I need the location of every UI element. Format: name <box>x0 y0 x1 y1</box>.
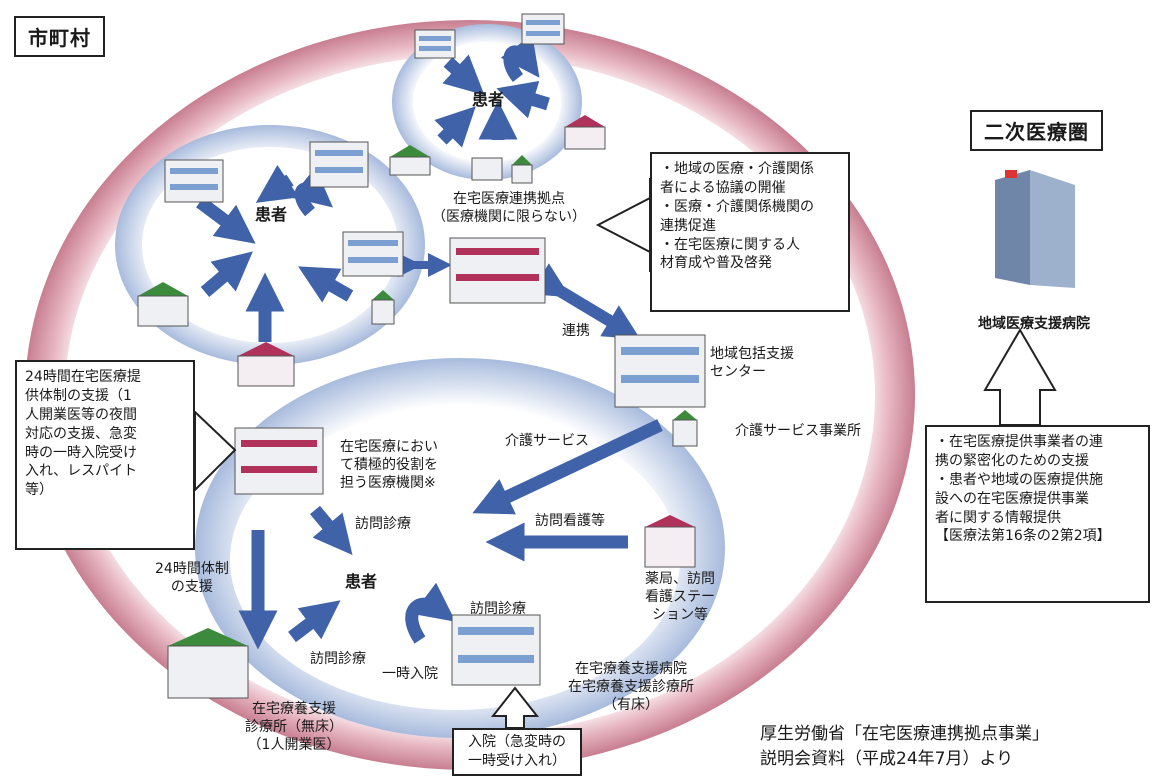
institution-building-icon <box>234 427 324 495</box>
regional-support-callout: ・在宅医療提供事業者の連 携の緊密化のための支援 ・患者や地域の医療提供施 設へ… <box>925 425 1150 603</box>
regional-hospital-icon <box>995 170 1075 288</box>
patient-left-label: 患者 <box>255 205 288 224</box>
support-24h-callout: 24時間在宅医療提 供体制の支援（1 人開業医等の夜間 対応の支援、急変 時の一… <box>15 360 195 550</box>
source-note: 厚生労働省「在宅医療連携拠点事業」 説明会資料（平成24年7月）より <box>760 724 1049 769</box>
hospital-building-icon <box>451 614 541 686</box>
visit-nursing-label: 訪問看護等 <box>535 513 605 529</box>
building-icon <box>309 141 369 188</box>
house-icon <box>137 282 189 327</box>
house-icon <box>564 115 606 150</box>
active-institution-label: 在宅医療におい て積極的役割を 担う医療機関※ <box>340 439 438 492</box>
pharmacy-icon <box>644 515 696 568</box>
hospital-clinic-beds-label: 在宅療養支援病院 在宅療養支援診療所 （有床） <box>568 661 694 714</box>
home-visit-label-2: 訪問診療 <box>470 601 526 617</box>
building-icon <box>342 231 404 277</box>
pharmacy-label: 薬局、訪問 看護ステー ション等 <box>645 571 715 624</box>
house-icon <box>672 410 698 447</box>
support-24h-label: 24時間体制 の支援 <box>155 561 229 596</box>
clinic-house-icon <box>167 628 249 699</box>
house-icon <box>511 155 533 184</box>
building-icon <box>471 157 503 181</box>
temp-admission-label: 一時入院 <box>382 666 438 682</box>
admission-callout: 入院（急変時の 一時受け入れ） <box>452 728 582 776</box>
patient-top-label: 患者 <box>472 90 505 109</box>
clinic-no-beds-label: 在宅療養支援 診療所（無床） （1人開業医） <box>245 701 343 754</box>
home-visit-label-1: 訪問診療 <box>355 516 411 532</box>
hub-building-icon <box>449 237 546 304</box>
regional-hospital-label: 地域医療支援病院 <box>978 316 1090 332</box>
arrow-group <box>196 34 663 650</box>
municipality-title: 市町村 <box>14 16 105 57</box>
building-icon <box>164 159 224 203</box>
house-icon <box>371 290 395 325</box>
house-icon <box>237 342 295 387</box>
building-icons <box>137 13 1075 699</box>
building-icon <box>521 13 565 45</box>
renkei-label: 連携 <box>562 323 590 339</box>
house-icon <box>389 145 431 176</box>
secondary-area-title: 二次医療圏 <box>970 110 1103 151</box>
hub-label: 在宅医療連携拠点 （医療機関に限らない） <box>432 191 586 226</box>
community-center-label: 地域包括支援 センター <box>710 346 794 381</box>
home-visit-label-3: 訪問診療 <box>310 651 366 667</box>
care-service-office-label: 介護サービス事業所 <box>735 423 861 439</box>
hub-roles-callout: ・地域の医療・介護関係 者による協議の開催 ・医療・介護関係機関の 連携促進 ・… <box>650 152 850 312</box>
building-icon <box>414 29 456 59</box>
patient-bottom-label: 患者 <box>345 572 378 591</box>
care-service-label: 介護サービス <box>505 433 589 449</box>
center-building-icon <box>614 334 706 408</box>
